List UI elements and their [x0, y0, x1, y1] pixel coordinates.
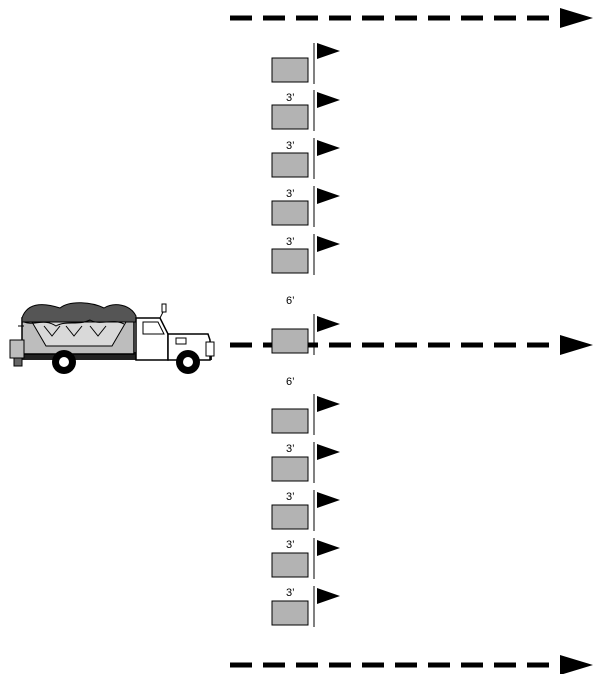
station-7: 6’ [271, 376, 340, 435]
station-4: 3’ [271, 186, 340, 227]
flag-icon [317, 188, 340, 204]
station-11: 3’ [271, 586, 340, 627]
station-8: 3’ [271, 442, 340, 483]
station-3: 3’ [271, 138, 340, 179]
bottom-lane-arrow-icon [560, 655, 593, 674]
collection-pan [271, 200, 309, 226]
top-lane-arrow-icon [560, 8, 593, 28]
collection-pan [271, 328, 309, 354]
flag-icon [317, 316, 340, 332]
flag-icon [317, 444, 340, 460]
station-10: 3’ [271, 538, 340, 579]
collection-pan [271, 57, 309, 83]
flag-icon [317, 396, 340, 412]
spacing-label: 3’ [286, 443, 295, 455]
collection-pan [271, 552, 309, 578]
flag-icon [317, 236, 340, 252]
collection-pan [271, 408, 309, 434]
station-1 [271, 43, 340, 84]
collection-pan [271, 248, 309, 274]
middle-lane-arrow-icon [560, 335, 593, 355]
collection-pan [271, 504, 309, 530]
flag-icon [317, 92, 340, 108]
spacing-label: 3’ [286, 491, 295, 503]
collection-pan [271, 104, 309, 130]
flag-icon [317, 588, 340, 604]
spacing-label: 3’ [286, 92, 295, 104]
collection-pan [271, 152, 309, 178]
flag-icon [317, 43, 340, 59]
collection-pan [271, 456, 309, 482]
collection-pan [271, 600, 309, 626]
spacing-label: 3’ [286, 236, 295, 248]
spacing-label: 3’ [286, 539, 295, 551]
station-6-center: 6’ [271, 295, 340, 355]
flag-icon [317, 140, 340, 156]
middle-lane-line [230, 335, 593, 355]
station-9: 3’ [271, 490, 340, 531]
spacing-label: 6’ [286, 376, 295, 388]
spacing-label: 6’ [286, 295, 295, 307]
flag-icon [317, 540, 340, 556]
spacing-label: 3’ [286, 140, 295, 152]
spacing-label: 3’ [286, 587, 295, 599]
spreader-truck-icon [9, 302, 215, 374]
station-5: 3’ [271, 234, 340, 275]
top-lane-line [230, 8, 593, 28]
flag-icon [317, 492, 340, 508]
spacing-label: 3’ [286, 188, 295, 200]
bottom-lane-line [230, 655, 593, 674]
station-2: 3’ [271, 90, 340, 131]
